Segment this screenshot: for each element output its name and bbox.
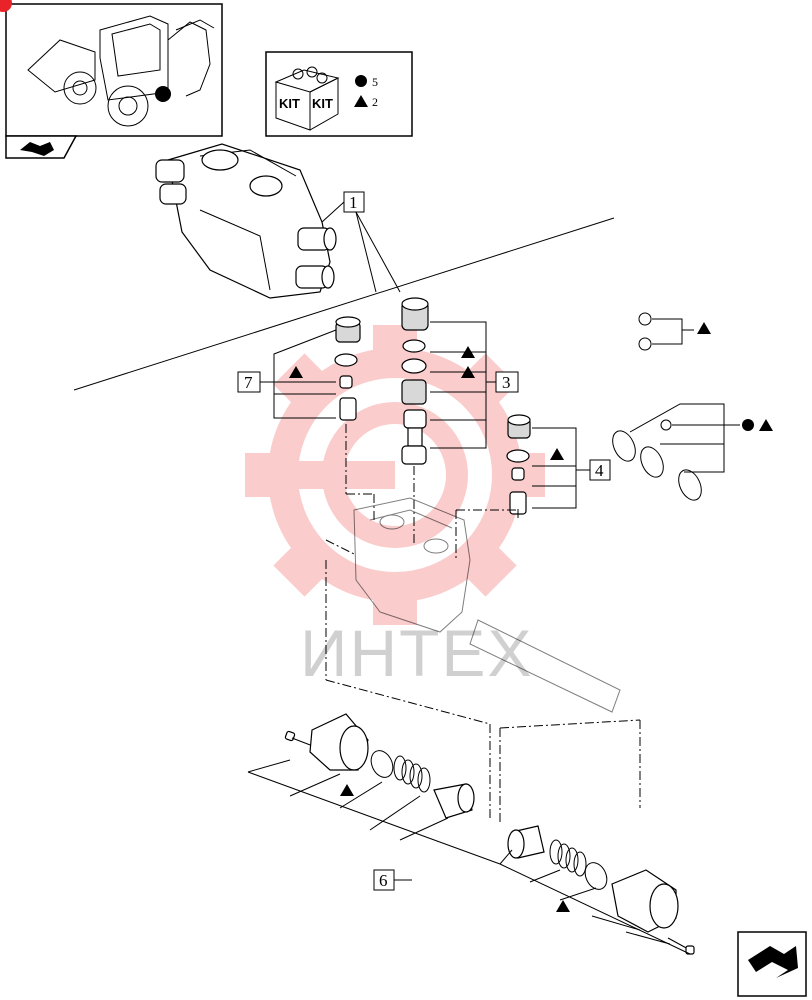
filled-circle-icon <box>742 419 754 431</box>
cartridge-group-4: 4 <box>506 414 611 515</box>
kit-triangle-ref: 2 <box>372 95 378 109</box>
spring-icon <box>549 839 587 877</box>
kit-legend: KIT KIT 5 2 <box>265 51 413 137</box>
watermark-gear-icon <box>245 325 545 625</box>
svg-text:3: 3 <box>502 373 511 392</box>
navigate-next-icon[interactable] <box>737 931 807 997</box>
filled-circle-icon <box>355 75 367 87</box>
navigate-arrow-icon <box>20 142 54 156</box>
spring-icon <box>393 755 431 793</box>
valve-assembly <box>155 143 337 299</box>
cartridge-group-3: 3 <box>401 297 519 465</box>
location-marker-icon <box>155 86 171 102</box>
end-cap-group-6: 6 <box>247 713 695 955</box>
cartridge-group-7: 7 <box>237 316 361 421</box>
triangle-icon <box>461 366 475 378</box>
svg-text:4: 4 <box>595 461 604 480</box>
triangle-icon <box>289 366 303 378</box>
triangle-icon <box>556 900 570 912</box>
dashed-leaders <box>325 424 641 824</box>
triangle-icon <box>759 419 773 431</box>
seal-rings-large <box>612 403 773 501</box>
kit-label-right: KIT <box>312 96 333 111</box>
valve-body-ghost <box>353 497 621 713</box>
callout-1: 1 <box>321 191 401 293</box>
triangle-icon <box>550 448 564 460</box>
kit-circle-ref: 5 <box>372 75 378 89</box>
watermark-text: ИНТЕХ <box>300 616 533 690</box>
svg-text:7: 7 <box>244 373 253 392</box>
triangle-icon <box>354 95 368 107</box>
triangle-icon <box>340 784 354 796</box>
triangle-icon <box>461 346 475 358</box>
svg-text:6: 6 <box>379 871 388 890</box>
triangle-icon <box>697 322 711 334</box>
machine-thumbnail <box>0 0 223 159</box>
svg-text:1: 1 <box>349 193 358 212</box>
seal-rings-top <box>638 312 711 351</box>
kit-label-left: KIT <box>279 96 300 111</box>
